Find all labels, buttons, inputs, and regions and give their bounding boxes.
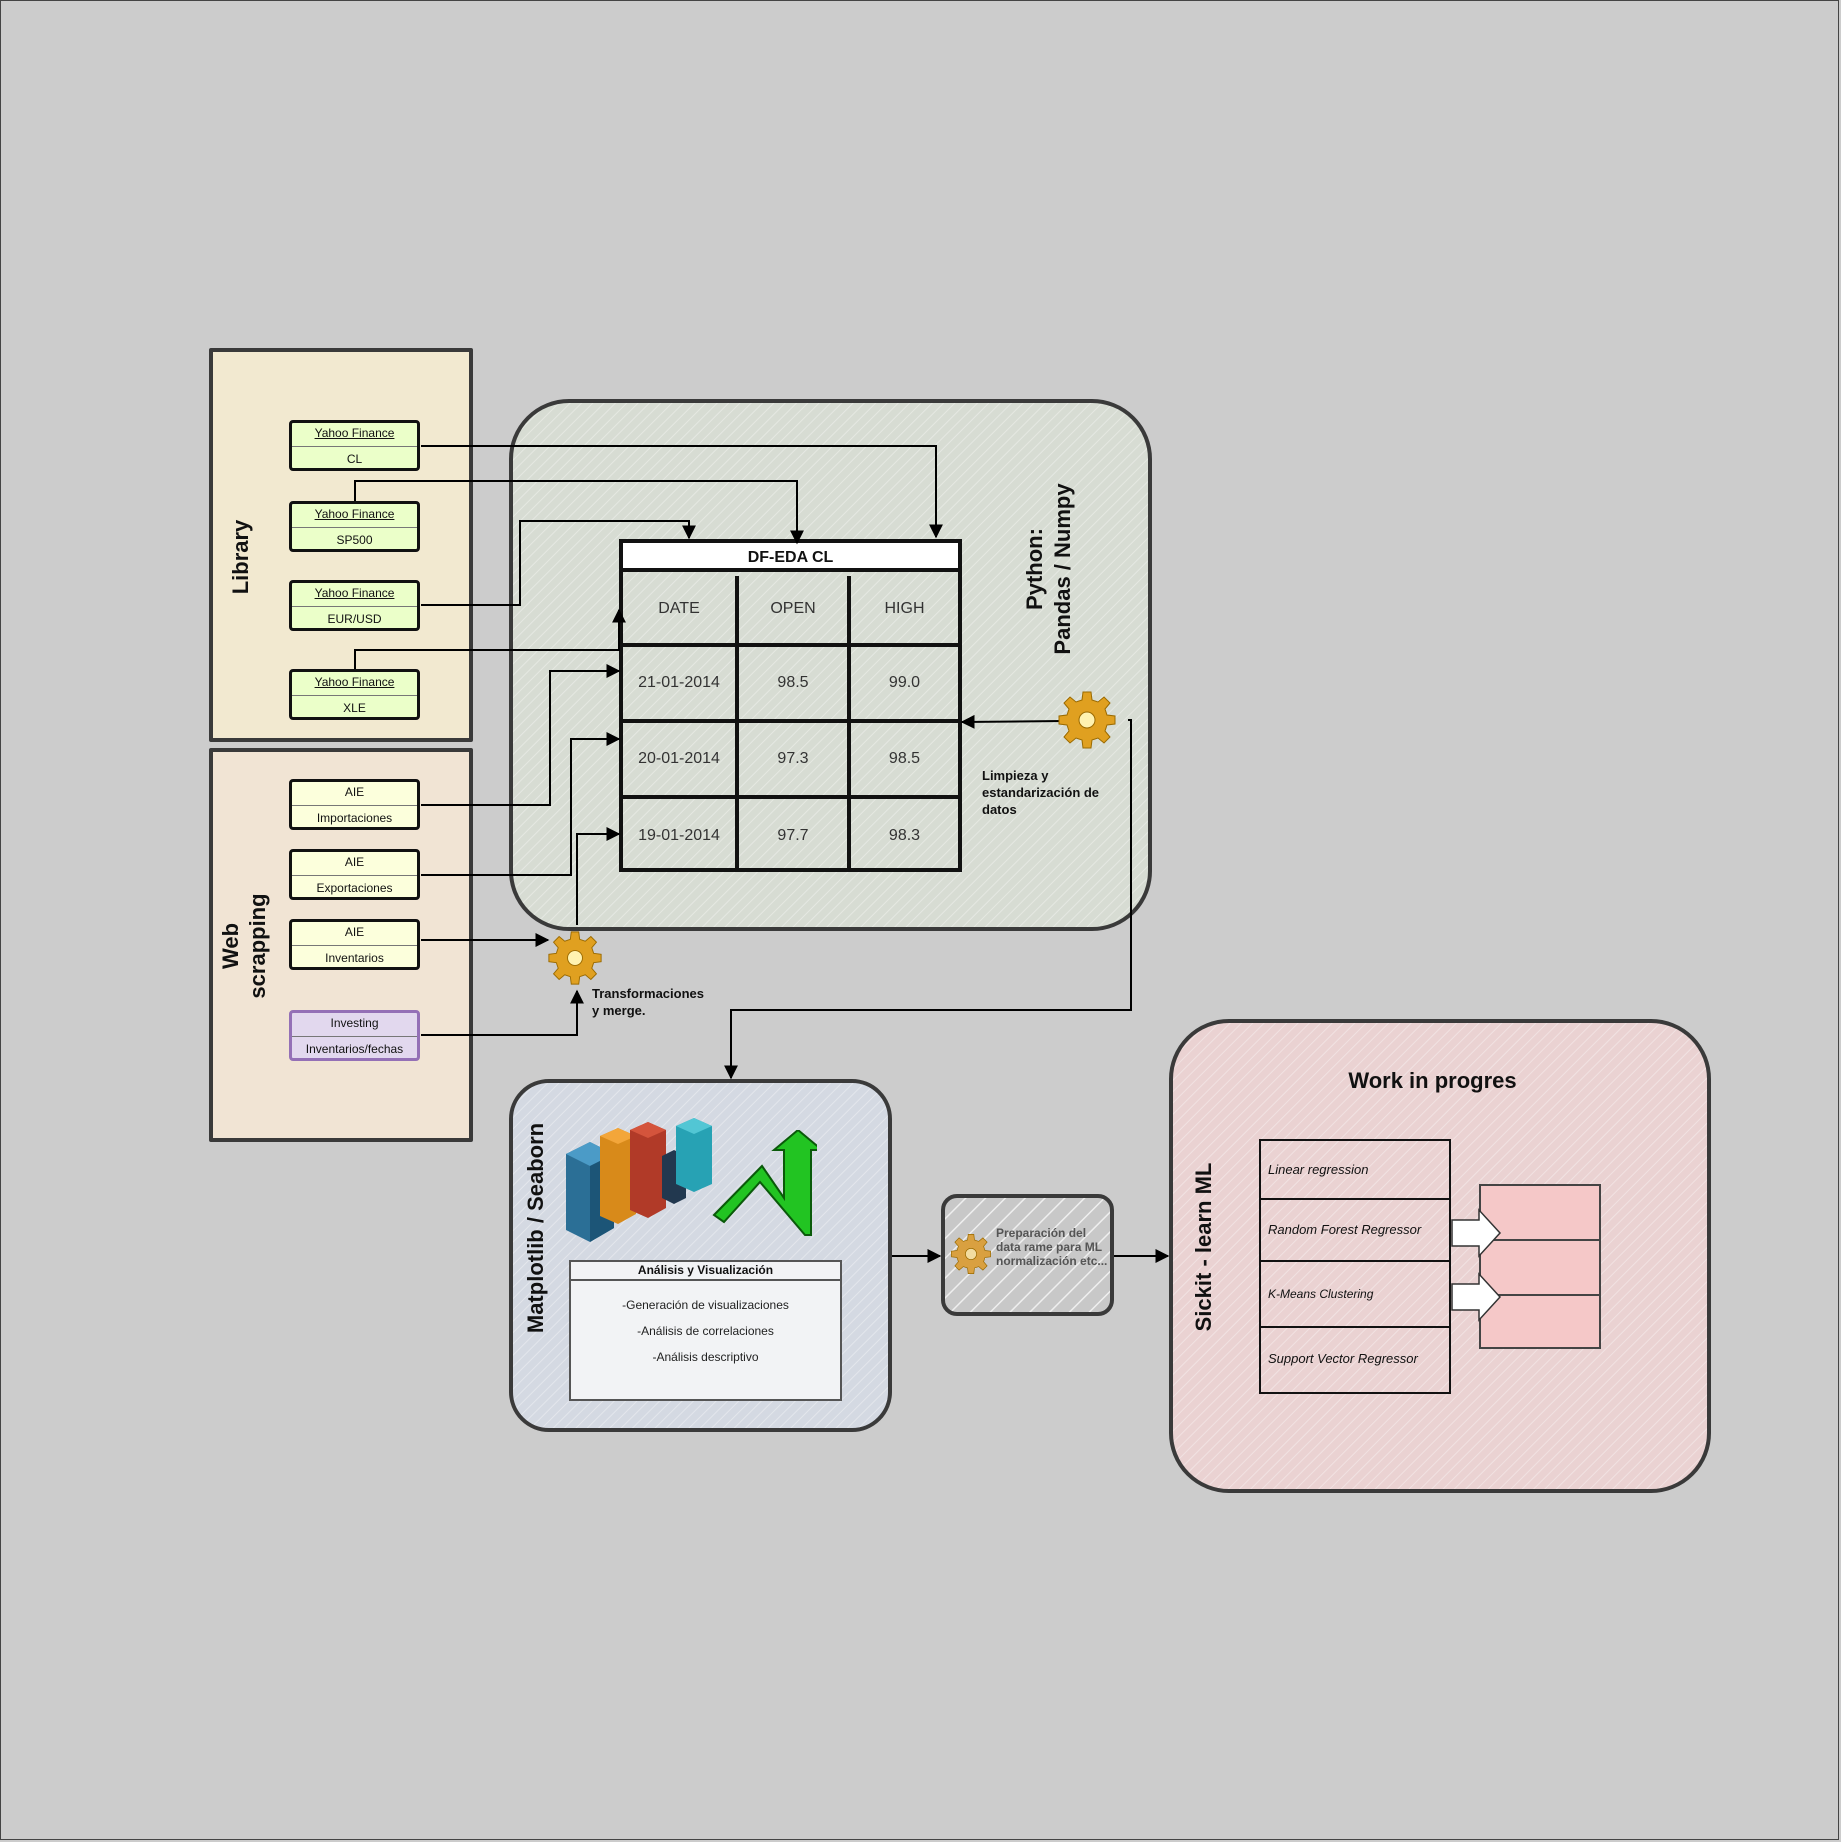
library-item-source: Yahoo Finance [292,423,417,447]
table-cell: 20-01-2014 [638,750,720,767]
table-row-divider [623,719,958,723]
gear-icon [1058,691,1116,749]
library-item-ticker: SP500 [336,533,373,547]
web-item-importaciones[interactable]: AIE Importaciones [289,779,420,830]
transform-label: Transformaciones y merge. [592,985,722,1019]
ml-model[interactable]: Support Vector Regressor [1268,1351,1418,1366]
ml-model[interactable]: K-Means Clustering [1261,1262,1449,1328]
prep-label: Preparación del data rame para ML normal… [996,1226,1108,1268]
ml-output-arrow [1451,1208,1502,1322]
cleaning-label: Limpieza y estandarización de datos [982,768,1100,817]
table-col-divider [847,576,851,872]
table-col-divider [735,576,739,872]
library-item-source: Yahoo Finance [292,504,417,528]
web-item-dataset: Importaciones [316,811,393,825]
web-item-dataset: Inventarios/fechas [305,1042,404,1056]
table-cell: 98.5 [888,750,921,767]
table-cell: 98.5 [777,674,809,691]
table-cell: 97.3 [777,750,809,767]
analysis-line: -Análisis de correlaciones [637,1324,774,1338]
web-item-dataset: Exportaciones [316,881,393,895]
table-cell: 98.3 [888,827,921,844]
transform-label-line1: Transformaciones [592,986,704,1001]
web-item-source: Investing [292,1013,417,1037]
table-header-high: HIGH [884,600,925,617]
web-item-inventarios[interactable]: AIE Inventarios [289,919,420,970]
analysis-line: -Análisis descriptivo [652,1350,759,1364]
table-cell: 97.7 [777,827,809,844]
table-cell: 21-01-2014 [638,674,720,691]
library-item-ticker: CL [346,452,363,466]
transform-label-line2: y merge. [592,1003,646,1018]
table-title: DF-EDA CL [623,543,958,572]
ml-title: Work in progres [1348,1068,1517,1093]
analysis-box: Análisis y Visualización -Generación de … [569,1260,842,1401]
trend-arrow-icon [712,1130,817,1236]
table-row-divider [623,795,958,799]
ml-output-divider [1481,1239,1599,1241]
ml-output-divider [1481,1294,1599,1296]
ml-model[interactable]: Random Forest Regressor [1261,1200,1449,1262]
library-item-sp500[interactable]: Yahoo Finance SP500 [289,501,420,552]
gear-icon [951,1234,991,1274]
table-header-date: DATE [658,600,700,617]
library-item-cl[interactable]: Yahoo Finance CL [289,420,420,471]
ml-model-list: Linear regression Random Forest Regresso… [1259,1139,1451,1394]
table-cell: 99.0 [888,674,921,691]
dataframe-table: DF-EDA CL DATE OPEN HIGH 21-01-2014 98.5… [619,539,962,872]
ml-model[interactable]: Linear regression [1261,1141,1449,1200]
table-header-open: OPEN [770,600,816,617]
web-item-investing[interactable]: Investing Inventarios/fechas [289,1010,420,1061]
web-item-source: AIE [292,782,417,806]
web-item-source: AIE [292,852,417,876]
library-item-eurusd[interactable]: Yahoo Finance EUR/USD [289,580,420,631]
library-item-source: Yahoo Finance [292,672,417,696]
ml-output-grid [1479,1184,1601,1349]
analysis-box-title: Análisis y Visualización [571,1262,840,1281]
analysis-line: -Generación de visualizaciones [622,1298,789,1312]
prep-box [941,1194,1114,1316]
web-item-dataset: Inventarios [325,951,384,965]
bar-chart-icon [566,1118,712,1242]
library-item-ticker: EUR/USD [327,612,382,626]
gear-icon [548,931,602,985]
table-cell: 19-01-2014 [638,827,720,844]
library-item-source: Yahoo Finance [292,583,417,607]
table-row-divider [623,643,958,647]
library-item-xle[interactable]: Yahoo Finance XLE [289,669,420,720]
web-item-source: AIE [292,922,417,946]
ml-panel [1169,1019,1711,1493]
library-item-ticker: XLE [343,701,366,715]
web-item-exportaciones[interactable]: AIE Exportaciones [289,849,420,900]
